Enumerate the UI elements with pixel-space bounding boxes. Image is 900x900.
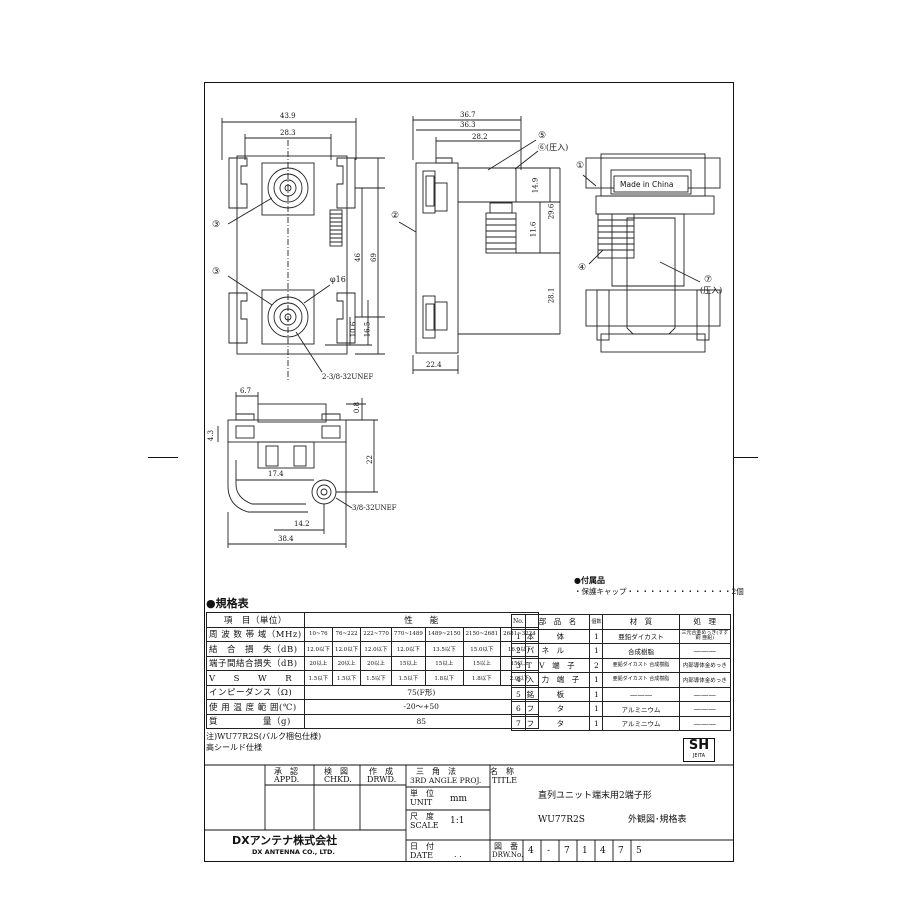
parts-process: ——— (678, 715, 732, 731)
nameplate-text: Made in China (620, 180, 674, 189)
parts-row: 1 本 体 1 亜鉛ダイカスト 三元合金めっき(すず 銅 亜鉛) (511, 628, 732, 644)
dim-side-36-7: 36.7 (460, 111, 476, 119)
sh-logo-jeita: JEITA (692, 753, 706, 759)
parts-row: 4 入 力 端 子 1 亜鉛ダイカスト 合成樹脂 内部導体金めっき (511, 672, 732, 688)
registration-mark-right (734, 457, 758, 458)
checked-label-en: CHKD. (324, 775, 352, 784)
parts-row: 5 銘 板 1 ——— ——— (511, 686, 732, 702)
parts-material: アルミニウム (602, 715, 680, 731)
scale-value: 1:1 (450, 816, 465, 826)
parts-row: 6 フ タ 1 アルミニウム ——— (511, 701, 732, 717)
sheet-type: 外観図･規格表 (628, 815, 687, 825)
unit-label-en: UNIT (410, 798, 433, 807)
dim-front-diameter: φ16 (330, 275, 346, 284)
parts-process: ——— (678, 701, 732, 717)
approved-label-en: APPD. (274, 775, 300, 784)
thread-label-bottom: 3/8-32UNEF (352, 504, 397, 512)
sh-logo-mark: SH (688, 738, 710, 753)
drawing-number-digit: 7 (564, 846, 570, 856)
drawn-label-en: DRWD. (367, 775, 397, 784)
date-value: . . (454, 850, 462, 859)
spec-note-1: 注)WU77R2S(バルク梱包仕様) (206, 732, 322, 741)
callout-3-bottom: ③ (212, 267, 221, 277)
drawing-number-digit: 5 (636, 846, 642, 856)
spec-row-mass: 質 量（g) 85 (206, 713, 539, 729)
drawn-label: 作 成 (369, 767, 393, 776)
thread-label-front: 2-3/8-32UNEF (322, 373, 374, 381)
drawing-number-digit: 4 (600, 846, 606, 856)
dim-bottom-6-7: 6.7 (240, 387, 252, 395)
parts-header: No. 部 品 名 個数 材 質 処 理 (511, 614, 732, 630)
drawing-number-digit: 4 (528, 846, 534, 856)
registration-mark-left (148, 457, 178, 458)
company-name-en: DX ANTENNA CO., LTD. (252, 848, 335, 856)
date-label-en: DATE (410, 851, 433, 860)
callout-7: ⑦ (704, 275, 713, 285)
dim-bottom-38-4: 38.4 (278, 535, 294, 543)
sh-logo: SH JEITA (683, 738, 715, 762)
date-label: 日 付 (410, 842, 434, 851)
dim-front-inner-width: 28.3 (280, 129, 296, 137)
projection-label-en: 3RD ANGLE PROJ. (410, 776, 482, 785)
callout-5: ⑤ (538, 131, 547, 141)
scale-label: 尺 度 (410, 812, 434, 821)
checked-label: 検 図 (324, 767, 348, 776)
dim-side-22-4: 22.4 (426, 361, 442, 369)
parts-table: No. 部 品 名 個数 材 質 処 理 1 本 体 1 亜鉛ダイカスト 三元合… (511, 614, 732, 731)
company-name: DXアンテナ株式会社 (232, 834, 338, 847)
drawing-number-label: 図 番 (494, 842, 518, 851)
parts-process: 三元合金めっき(すず 銅 亜鉛) (678, 628, 732, 644)
callout-4: ④ (578, 263, 587, 273)
unit-value: mm (450, 794, 468, 804)
drawing-number-label-en: DRW.No. (492, 851, 524, 859)
unit-label: 単 位 (410, 789, 434, 798)
callout-6: ⑥(圧入) (538, 143, 569, 152)
name-label-en: TITLE (492, 776, 517, 785)
dim-front-width: 43.9 (280, 112, 296, 120)
name-label: 名 称 (490, 767, 514, 776)
model-number: WU77R2S (538, 815, 585, 825)
spec-note-2: 高シールド仕様 (206, 743, 262, 752)
drawing-number-digit: - (547, 846, 551, 856)
callout-2: ② (391, 211, 400, 221)
drawing-title: 直列ユニット端末用2端子形 (538, 791, 652, 801)
spec-title: ●規格表 (206, 597, 249, 610)
projection-label: 三 角 法 (416, 767, 456, 776)
spec-cell: 12.0以下 (331, 641, 362, 657)
spec-cell: 20以上 (331, 655, 362, 671)
callout-3-top: ③ (212, 220, 221, 230)
approved-label: 承 認 (274, 767, 298, 776)
accessories-item: ・保護キャップ・・・・・・・・・・・・・・2個 (574, 587, 744, 596)
drawing-number-digit: 1 (582, 846, 588, 856)
scale-label-en: SCALE (410, 821, 439, 830)
parts-row: 3 T V 端 子 2 亜鉛ダイカスト 合成樹脂 内部導体金めっき (511, 657, 732, 673)
callout-1: ① (576, 161, 585, 171)
dim-side-36-3: 36.3 (460, 121, 476, 129)
drawing-number-digit: 7 (618, 846, 624, 856)
parts-row: 7 フ タ 1 アルミニウム ——— (511, 715, 732, 731)
dim-side-28-2: 28.2 (472, 133, 488, 141)
drawing-sheet (204, 82, 734, 862)
callout-7-press: (圧入) (700, 286, 723, 295)
accessories-title: ●付属品 (574, 576, 605, 585)
dim-bottom-17-4: 17.4 (268, 470, 284, 478)
dim-bottom-14-2: 14.2 (294, 520, 310, 528)
